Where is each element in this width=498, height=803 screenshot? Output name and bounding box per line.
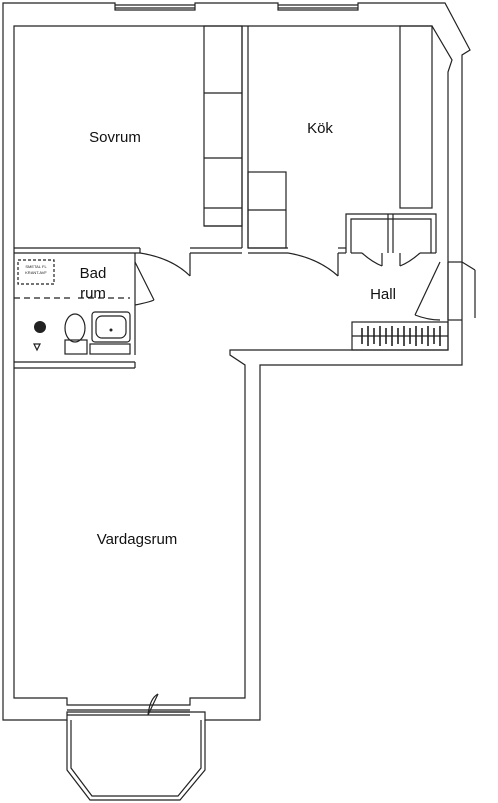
door-balcony <box>147 693 190 716</box>
hanger-marks <box>361 326 441 346</box>
room-label-sovrum: Sovrum <box>89 129 141 146</box>
door-sovrum <box>139 248 191 277</box>
room-label-kok: Kök <box>307 120 333 137</box>
balcony <box>66 720 206 801</box>
badrum-walls <box>14 253 136 369</box>
wardrobe-sovrum <box>203 25 243 227</box>
room-label-hall: Hall <box>370 286 396 303</box>
window-sovrum <box>115 4 195 9</box>
floor-drain-icon <box>34 321 46 333</box>
kok-counters <box>247 25 433 249</box>
room-label-vardagsrum: Vardagsrum <box>97 531 178 548</box>
badrum-fixtures <box>14 259 131 355</box>
room-label-bad-line1: Bad <box>80 265 107 282</box>
fixture-tag-line2: KRANT.AVF <box>25 270 47 275</box>
faucet-icon <box>109 328 113 332</box>
door-badrum <box>134 261 155 306</box>
door-kok <box>287 252 339 277</box>
fixture-tag-line1: SMETAL FL <box>25 264 47 269</box>
door-entrance <box>414 261 476 321</box>
kok-walls <box>248 247 346 254</box>
window-vardagsrum <box>67 709 190 716</box>
room-label-bad-line2: rum <box>80 285 106 302</box>
hall-closets <box>345 213 437 267</box>
window-kok <box>278 4 358 9</box>
